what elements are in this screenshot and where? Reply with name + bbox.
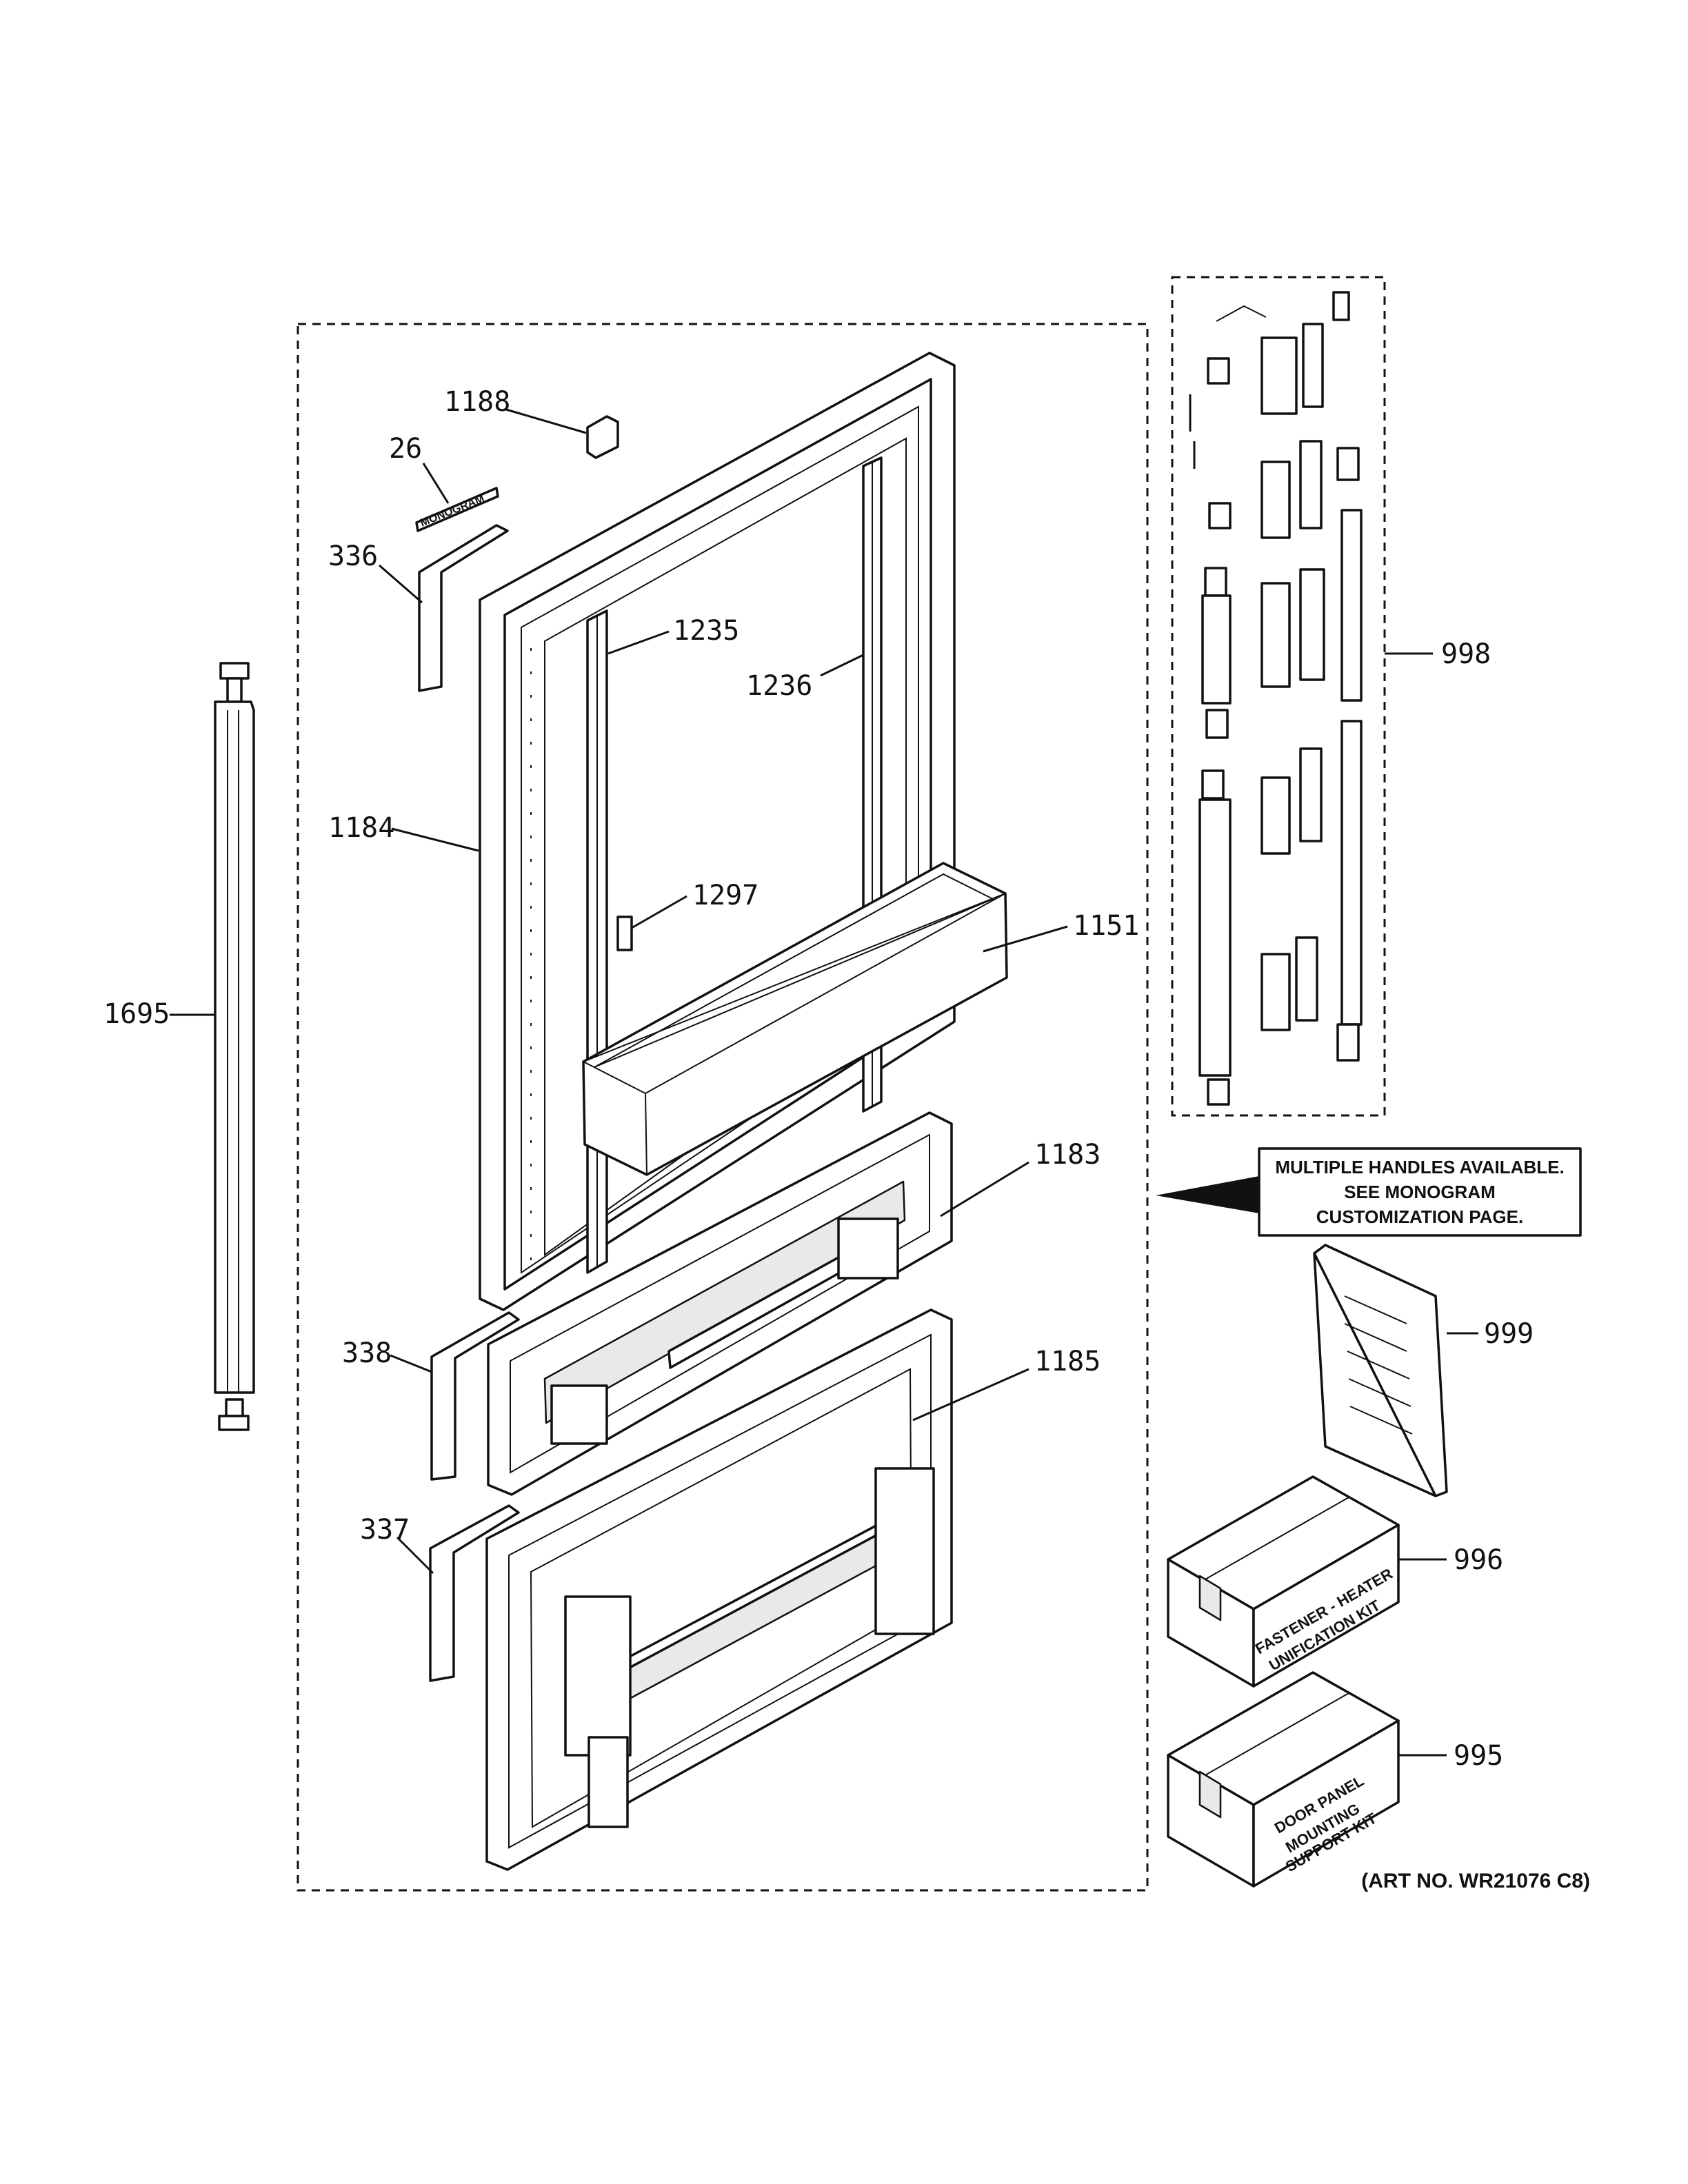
clip-1297 <box>616 916 633 951</box>
note-line-3: CUSTOMIZATION PAGE. <box>1316 1206 1523 1227</box>
monogram-badge-26: MONOGRAM <box>415 487 499 532</box>
note-pointer <box>1156 1176 1259 1213</box>
door-bin-1151 <box>581 862 1008 1176</box>
callout-1297: 1297 <box>692 880 758 911</box>
hinge-clip-1188 <box>586 415 619 459</box>
trim-338 <box>430 1311 520 1481</box>
callout-1236: 1236 <box>746 670 812 702</box>
callout-1185: 1185 <box>1034 1346 1101 1377</box>
lower-drawer-1185 <box>485 1308 953 1871</box>
manual-999 <box>1313 1244 1448 1497</box>
callout-1188: 1188 <box>444 386 510 418</box>
callout-338: 338 <box>342 1337 392 1369</box>
callout-26: 26 <box>389 433 422 465</box>
trim-336 <box>418 524 509 692</box>
leader-lines <box>170 408 1478 1757</box>
callout-998: 998 <box>1441 638 1491 670</box>
callout-1235: 1235 <box>673 615 739 647</box>
trim-337 <box>429 1504 520 1682</box>
shelf-rail-1235 <box>586 609 608 1274</box>
hardware-kit-boundary <box>1171 276 1386 1117</box>
handles-note: MULTIPLE HANDLES AVAILABLE. SEE MONOGRAM… <box>1156 1147 1582 1237</box>
callout-1183: 1183 <box>1034 1139 1101 1171</box>
callout-1695: 1695 <box>103 998 170 1030</box>
callout-337: 337 <box>360 1514 410 1546</box>
callout-995: 995 <box>1454 1740 1503 1772</box>
note-line-1: MULTIPLE HANDLES AVAILABLE. <box>1275 1157 1564 1177</box>
art-number: (ART NO. WR21076 C8) <box>1361 1870 1590 1892</box>
door-assembly-boundary <box>297 323 1149 1892</box>
callout-996: 996 <box>1454 1544 1503 1576</box>
callout-1151: 1151 <box>1073 910 1139 942</box>
callout-999: 999 <box>1484 1318 1534 1350</box>
kit-box-996: FASTENER - HEATER UNIFICATION KIT <box>1167 1475 1400 1688</box>
note-line-2: SEE MONOGRAM <box>1344 1182 1496 1202</box>
callout-1184: 1184 <box>328 812 394 844</box>
rail-1695 <box>214 662 255 1431</box>
hardware-items-998 <box>1189 291 1363 1106</box>
kit-box-995: DOOR PANEL MOUNTING SUPPORT KIT <box>1167 1671 1400 1888</box>
badge-text: MONOGRAM <box>419 493 486 529</box>
middle-drawer-1183 <box>487 1111 953 1496</box>
callout-336: 336 <box>328 540 378 572</box>
